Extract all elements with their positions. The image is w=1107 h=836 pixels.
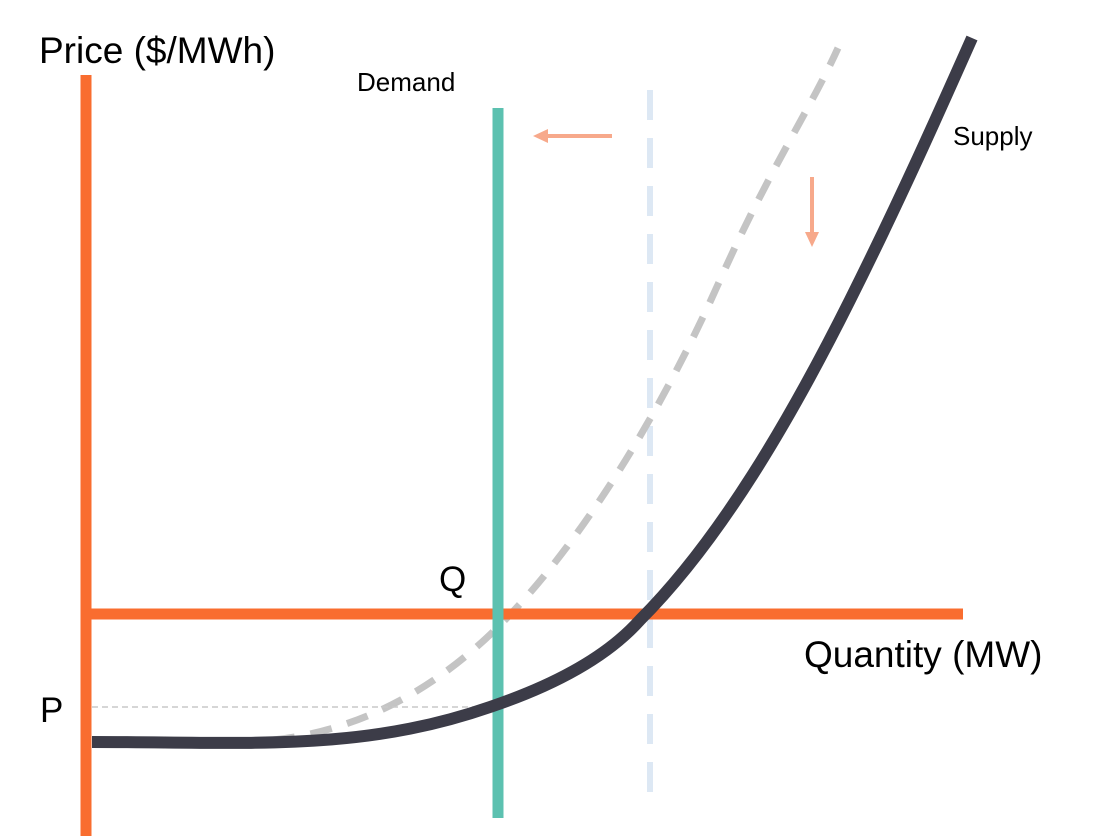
x-axis-label: Quantity (MW) (804, 634, 1042, 675)
down-shift-arrow (805, 177, 819, 247)
supply-curve (91, 35, 978, 749)
y-axis-label: Price ($/MWh) (39, 30, 275, 71)
demand-label: Demand (357, 67, 455, 97)
p-label: P (40, 691, 63, 730)
old-supply-curve (234, 46, 842, 746)
left-shift-arrow (533, 129, 612, 143)
q-label: Q (439, 560, 466, 599)
supply-label: Supply (953, 121, 1033, 151)
